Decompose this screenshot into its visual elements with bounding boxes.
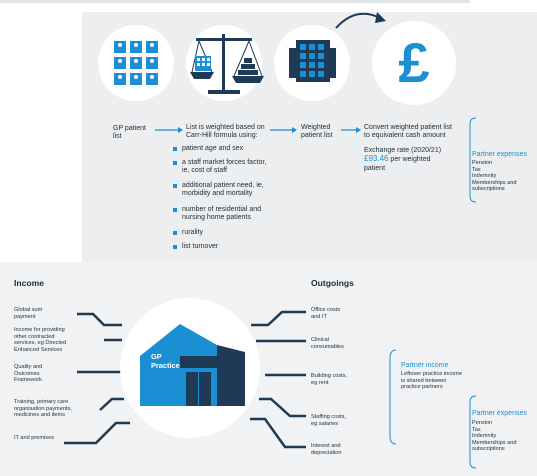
income-connectors (64, 312, 130, 445)
bullet-marker (173, 208, 177, 212)
scales-icon (190, 34, 264, 94)
outgoings-connectors (250, 310, 306, 449)
income-heading: Income (14, 278, 45, 288)
partner-expenses-title-bottom: Partner expenses (472, 410, 527, 417)
partner-expenses-list-bottom: Pension Tax Indemnity Memberships and su… (472, 420, 517, 453)
partner-expenses-title-top: Partner expenses (472, 151, 527, 158)
pound-circle (372, 21, 456, 105)
practice-building-icon (140, 324, 245, 406)
income-item: IT and premises (14, 435, 55, 441)
rate-value: £93.46 (364, 154, 389, 164)
bullet-marker (173, 147, 177, 151)
bullet-item: rurality (182, 229, 204, 236)
bullet-item: list turnover (182, 243, 219, 250)
partner-expenses-list-top: Pension Tax Indemnity Memberships and su… (472, 160, 517, 193)
bullet-item: a staff market forces factor,ie, cost of… (182, 159, 267, 175)
bullet-item: additional patient need, ie,morbidity an… (182, 182, 264, 198)
outgoings-item: Staffing costs,eg salaries (311, 414, 347, 427)
bullet-marker (173, 161, 177, 165)
top-thin-rule (0, 0, 470, 3)
bullet-marker (173, 245, 177, 249)
partner-expenses-bracket (469, 395, 477, 469)
outgoings-heading: Outgoings (311, 278, 354, 288)
curved-arrow-icon (335, 12, 386, 29)
outgoings-item: Building costs,eg rent (311, 373, 348, 386)
patients-icon (114, 41, 158, 85)
bullet-marker (173, 184, 177, 188)
weighted-list-icon (289, 40, 336, 82)
flow-arrows (155, 127, 361, 133)
pound-icon: £ (398, 31, 430, 94)
exchange-rate: Exchange rate (2020/21) £93.46 per weigh… (364, 147, 442, 172)
bullet-item: patient age and sex (182, 145, 244, 152)
partner-income-bracket (389, 349, 397, 445)
partner-income-title: Partner income (401, 362, 449, 369)
bullet-marker (173, 231, 177, 235)
top-right-bracket (469, 117, 477, 203)
